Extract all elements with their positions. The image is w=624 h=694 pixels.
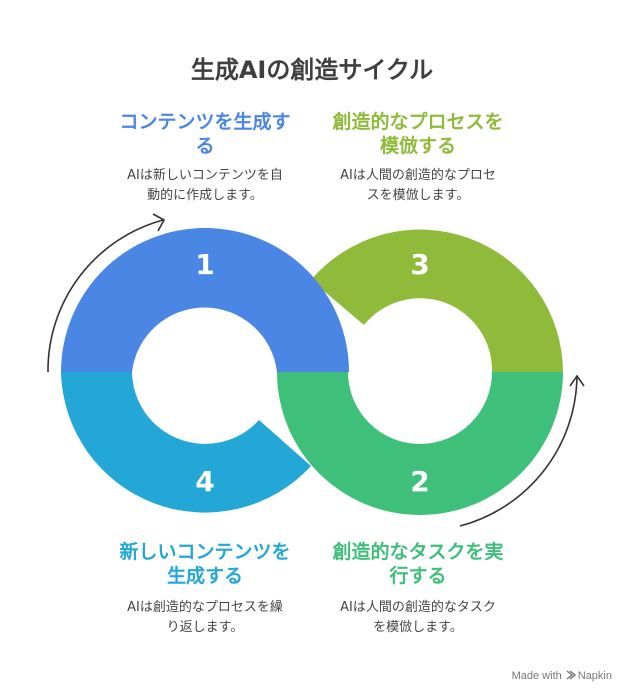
step-2-heading: 創造的なタスクを実 行する [332, 541, 504, 587]
step-2-description: AIは人間の創造的なタスク を模倣します。 [340, 600, 496, 635]
step-4-heading: 新しいコンテンツを 生成する [119, 541, 291, 587]
step-4-description: AIは創造的なプロセスを繰 り返します。 [127, 600, 283, 635]
segment-1 [61, 228, 349, 372]
napkin-logo-icon [566, 670, 576, 680]
step-3-number: 3 [410, 248, 429, 281]
arrowhead-left [152, 213, 166, 232]
step-4-number: 4 [195, 465, 214, 498]
napkin-brand: Napkin [577, 670, 612, 682]
cycle-arrow-left [47, 219, 164, 373]
made-with-label: Made with [511, 670, 562, 682]
diagram-title: 生成AIの創造サイクル [190, 56, 434, 84]
step-1-number: 1 [195, 248, 214, 281]
made-with-credit[interactable]: Made with Napkin [512, 670, 612, 682]
cycle-arrow-right [459, 376, 578, 527]
segment-4 [61, 372, 311, 513]
step-1-heading: コンテンツを生成す る [119, 111, 291, 157]
segment-3 [311, 229, 563, 372]
arrowhead-right [569, 374, 585, 387]
step-3-heading: 創造的なプロセスを 模倣する [332, 111, 504, 157]
segment-2 [277, 372, 563, 515]
step-1-description: AIは新しいコンテンツを自 動的に作成します。 [127, 168, 283, 203]
step-3-description: AIは人間の創造的なプロセ スを模倣します。 [340, 168, 496, 203]
step-2-number: 2 [410, 465, 429, 498]
